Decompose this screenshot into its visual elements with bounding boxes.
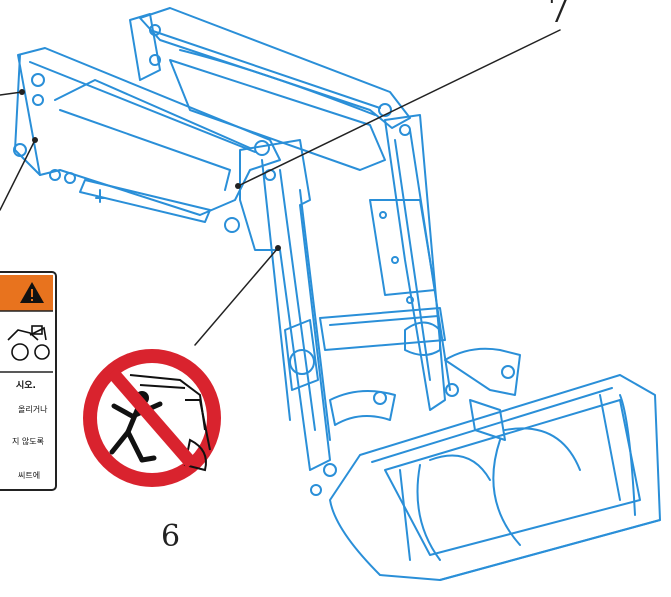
- bucket: [329, 374, 661, 581]
- callout-dot: [275, 245, 281, 251]
- no-standing-under-loader-icon: [129, 374, 211, 472]
- warning-decal: [0, 271, 57, 491]
- warning-text-line-4: 씨트에: [18, 471, 41, 480]
- warning-text-line-3: 지 않도록: [12, 437, 44, 446]
- callout-dot: [235, 183, 241, 189]
- rear-upright: [369, 114, 459, 411]
- tractor-pictogram-icon: [7, 325, 50, 361]
- cross-tube: [319, 307, 446, 351]
- no-standing-under-loader-sign: [83, 349, 221, 487]
- callout-number-7: 7: [548, 0, 570, 31]
- callout-dot: [19, 89, 25, 95]
- warning-text-line-1: 시오.: [16, 381, 36, 391]
- front-upright: [239, 139, 337, 496]
- warning-text-line-2: 올리거나: [18, 405, 48, 414]
- callout-number-6: 6: [161, 519, 181, 554]
- rear-boom-arm: [129, 7, 411, 171]
- callout-dot: [32, 137, 38, 143]
- callout-leaders: [0, 29, 561, 346]
- bucket-linkage: [329, 347, 521, 441]
